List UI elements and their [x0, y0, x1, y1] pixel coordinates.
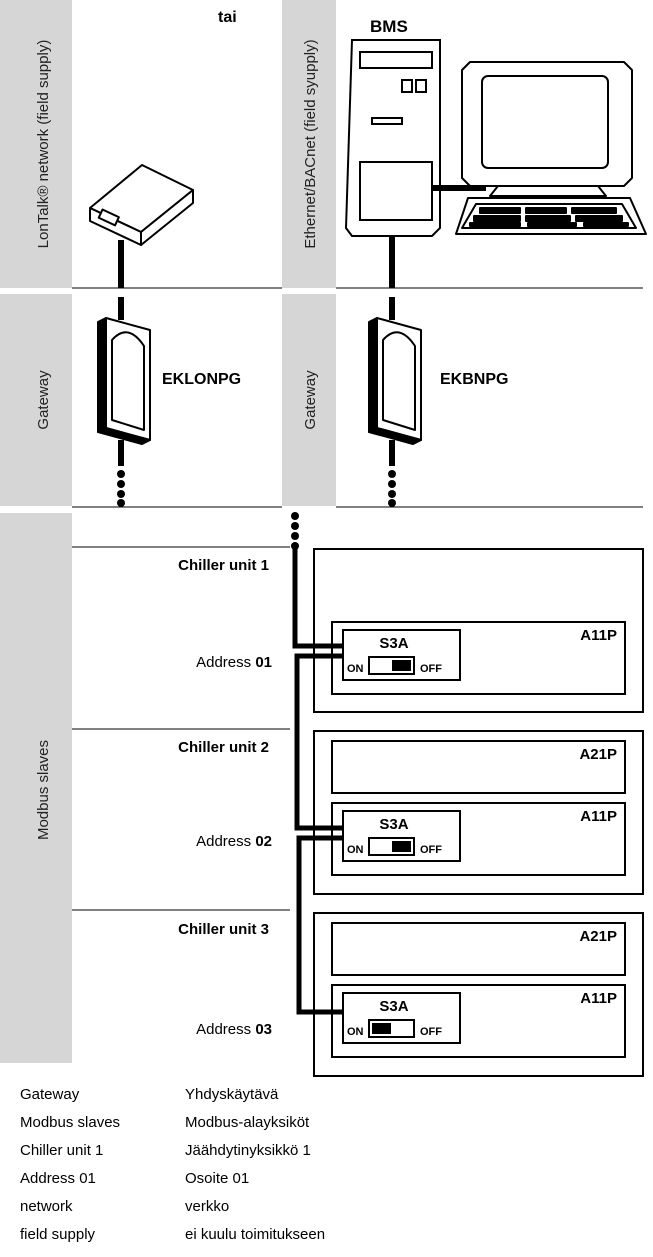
legend-row: field supply ei kuulu toimitukseen: [20, 1220, 640, 1248]
legend-translation: verkko: [185, 1197, 230, 1215]
modbus-entry-dots: [291, 512, 299, 550]
chiller-unit-3-label: Chiller unit 3: [178, 921, 269, 938]
legend-translation: Modbus-alayksiköt: [185, 1113, 310, 1131]
board-label-a21p-2: A21P: [579, 746, 617, 763]
legend-term: field supply: [20, 1225, 96, 1243]
legend-translation: Yhdyskäytävä: [185, 1085, 279, 1103]
gateway-right-label: Gateway: [302, 370, 319, 430]
gateway-left-model: EKLONPG: [162, 371, 241, 388]
legend-term: Modbus slaves: [20, 1113, 121, 1131]
legend-term: Gateway: [20, 1085, 80, 1103]
address-2-word: Address: [196, 833, 251, 850]
a21p-board-2: [331, 740, 626, 794]
chiller-unit-2-label: Chiller unit 2: [178, 739, 269, 756]
legend: Gateway Yhdyskäytävä Modbus slaves Modbu…: [20, 1080, 640, 1248]
gateway-right-model: EKBNPG: [440, 371, 508, 388]
gateway-left-dots: [117, 470, 125, 507]
board-label-a11p-2: A11P: [580, 808, 617, 825]
gateway-left-icon: [97, 317, 151, 445]
ethernet-network-label: Ethernet/BACnet (field syupply): [302, 39, 319, 248]
s3a-label-1: S3A: [379, 635, 408, 652]
gateway-left-label: Gateway: [35, 370, 52, 430]
board-label-a11p-3: A11P: [580, 990, 617, 1007]
legend-term: network: [20, 1197, 73, 1215]
dip-switch-knob-1: [392, 660, 411, 671]
board-label-a21p-3: A21P: [579, 928, 617, 945]
legend-term: Chiller unit 1: [20, 1141, 104, 1159]
address-3-num: 03: [255, 1021, 272, 1038]
band-lontalk: [0, 0, 72, 288]
or-label: tai: [218, 9, 237, 26]
gateway-right-dots: [388, 470, 396, 507]
keyboard-icon: [455, 197, 647, 235]
modbus-slaves-label: Modbus slaves: [35, 740, 52, 840]
band-ethernet: [282, 0, 336, 288]
lontalk-device-icon: [89, 164, 194, 246]
legend-translation: ei kuulu toimitukseen: [185, 1225, 326, 1243]
modbus-cable: [292, 548, 343, 1015]
chiller-unit-1-label: Chiller unit 1: [178, 557, 269, 574]
switch-on-label-1: ON: [347, 663, 364, 675]
dip-switch-knob-2: [392, 841, 411, 852]
legend-term: Address 01: [20, 1169, 96, 1187]
a21p-board-3: [331, 922, 626, 976]
address-2-num: 02: [255, 833, 272, 850]
dip-switch-knob-3: [372, 1023, 391, 1034]
legend-row: network verkko: [20, 1192, 640, 1220]
address-2-label: Address 02: [196, 833, 272, 850]
legend-translation: Osoite 01: [185, 1169, 250, 1187]
address-1-num: 01: [255, 654, 272, 671]
s3a-label-2: S3A: [379, 816, 408, 833]
switch-off-label-1: OFF: [420, 663, 442, 675]
switch-off-label-2: OFF: [420, 844, 442, 856]
gateway-right-icon: [368, 317, 422, 445]
address-3-word: Address: [196, 1021, 251, 1038]
legend-row: Modbus slaves Modbus-alayksiköt: [20, 1108, 640, 1136]
bms-tower-icon: [344, 39, 441, 237]
band-modbus: [0, 513, 72, 1063]
legend-translation: Jäähdytinyksikkö 1: [185, 1141, 311, 1159]
address-1-label: Address 01: [196, 654, 272, 671]
board-label-a11p-1: A11P: [580, 627, 617, 644]
switch-on-label-3: ON: [347, 1026, 364, 1038]
s3a-label-3: S3A: [379, 998, 408, 1015]
legend-row: Gateway Yhdyskäytävä: [20, 1080, 640, 1108]
band-gateway-right: [282, 294, 336, 506]
bms-label: BMS: [370, 17, 408, 36]
address-1-word: Address: [196, 654, 251, 671]
address-3-label: Address 03: [196, 1021, 272, 1038]
switch-off-label-3: OFF: [420, 1026, 442, 1038]
legend-row: Chiller unit 1 Jäähdytinyksikkö 1: [20, 1136, 640, 1164]
monitor-icon: [461, 61, 633, 197]
band-gateway-left: [0, 294, 72, 506]
lontalk-network-label: LonTalk® network (field supply): [35, 40, 52, 249]
switch-on-label-2: ON: [347, 844, 364, 856]
legend-row: Address 01 Osoite 01: [20, 1164, 640, 1192]
